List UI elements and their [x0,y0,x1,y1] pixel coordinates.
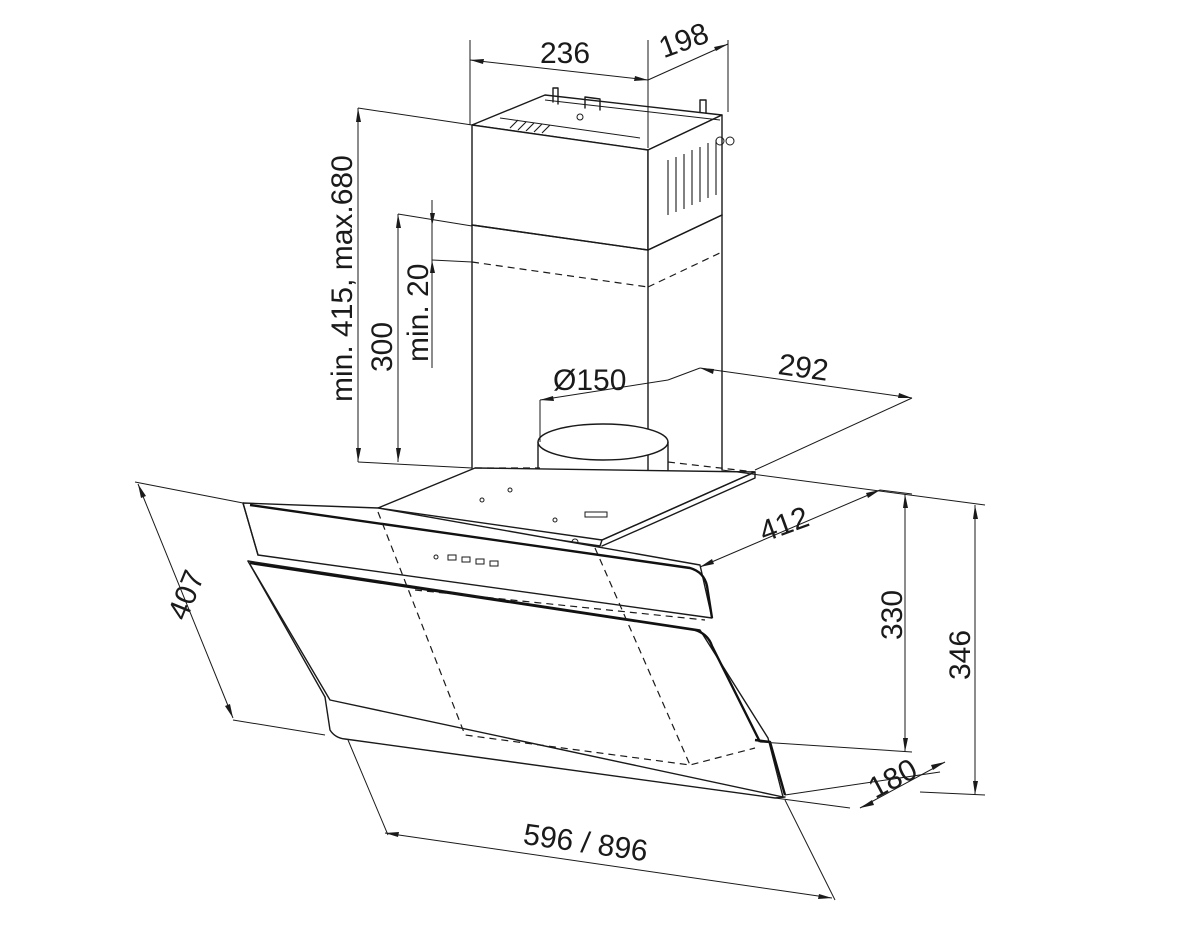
glass-panel-lower [247,560,787,799]
control-panel [433,554,499,567]
dim-label-hood-depth: 412 [755,501,813,549]
dim-label-chimney-height: min. 415, max.680 [326,155,359,402]
dim-body-height: 330 [759,489,913,753]
dim-label-chimney-depth: 198 [655,17,713,65]
vent-slots-top [509,119,551,134]
dim-bottom-depth: 180 [774,753,946,809]
dim-label-mount-depth: 292 [776,348,830,388]
dim-total-height: 346 [919,505,986,796]
dim-min-overlap: min. 20 [402,200,473,368]
dim-chimney-depth: 198 [647,17,729,112]
vent-slots-side [667,140,717,215]
dim-label-width: 596 / 896 [521,818,650,868]
dim-label-min-overlap: min. 20 [402,264,435,362]
dim-label-body-height: 330 [876,590,909,640]
dim-label-bottom-depth: 180 [863,753,923,806]
dim-chimney-height: min. 415, max.680 [326,107,473,469]
hidden-body-edges [377,511,756,766]
dim-label-overlap-height: 300 [366,322,399,372]
dim-chimney-width: 236 [469,37,649,148]
dim-label-glass-height: 407 [162,566,211,625]
dim-hood-depth: 412 [699,469,986,568]
dim-mount-depth: 292 [667,348,913,471]
upper-chimney [471,87,735,251]
lower-chimney [471,214,723,506]
dim-label-total-height: 346 [944,630,977,680]
dim-label-chimney-width: 236 [540,37,590,70]
glass-panel-upper [242,502,714,619]
dim-duct-diameter: Ø150 [539,364,669,442]
dim-label-duct-diameter: Ø150 [553,364,626,397]
dim-overlap-height: 300 [366,213,473,462]
